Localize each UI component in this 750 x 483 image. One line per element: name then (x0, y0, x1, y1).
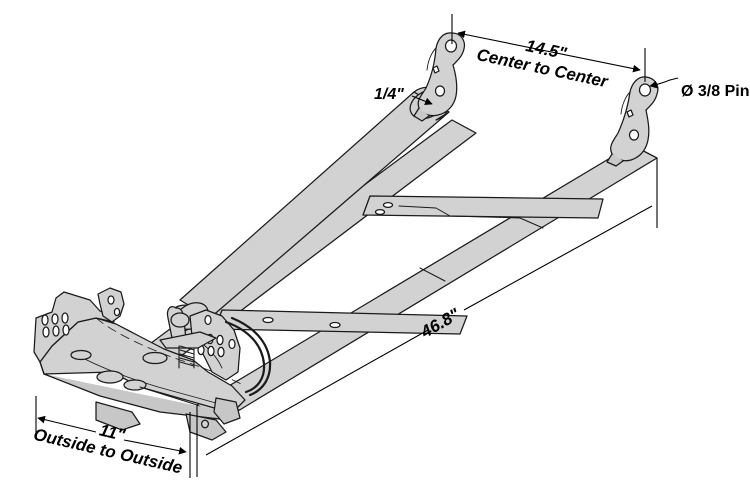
bracket-ear-left (413, 32, 466, 122)
bracket-ear-right (606, 76, 659, 167)
dim-line-center-to-center (457, 30, 641, 73)
cross-member-upper (362, 195, 604, 229)
dim-label-thickness: 1/4" (374, 86, 404, 103)
clevis-and-bolt (159, 306, 217, 369)
dim-label-overall-length: 46.8" (417, 304, 464, 342)
threaded-shank (178, 345, 195, 369)
dimension-annotations-group (35, 14, 679, 478)
leader-thickness (411, 95, 433, 106)
dim-line-length-seg-b (463, 205, 653, 311)
construction-lines (139, 386, 198, 406)
note-label-pin-diameter: Ø 3/8 Pin (681, 83, 749, 100)
dim-line-width-seg-a (37, 415, 97, 433)
frame-geometry-group (33, 32, 659, 441)
leader-pin-diameter (649, 77, 679, 89)
mount-plate-assembly (33, 287, 272, 441)
dim-line-length-seg-a (205, 329, 429, 456)
dim-line-width-seg-b (123, 439, 187, 455)
